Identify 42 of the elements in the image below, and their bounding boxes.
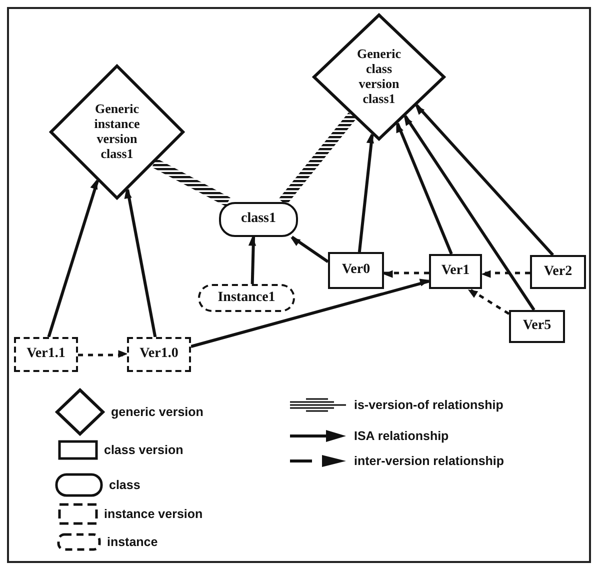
generic-version-diamond bbox=[49, 64, 185, 200]
arrow bbox=[396, 122, 453, 255]
arrow bbox=[404, 115, 536, 311]
hatched-connector bbox=[278, 112, 356, 206]
dashed-arrow bbox=[468, 288, 510, 315]
dashed-arrow bbox=[383, 270, 429, 278]
instance-version-box bbox=[14, 337, 78, 372]
legend-label: instance version bbox=[104, 507, 203, 521]
generic-version-diamond bbox=[312, 13, 446, 141]
legend-label: is-version-of relationship bbox=[354, 398, 504, 412]
dashed-arrow bbox=[78, 350, 128, 358]
node-label: Ver1 bbox=[441, 263, 470, 280]
node-label: Ver1.0 bbox=[140, 346, 178, 363]
arrow bbox=[290, 236, 329, 263]
legend-label: ISA relationship bbox=[354, 429, 449, 443]
class-version-box bbox=[328, 252, 384, 289]
node-label: Ver2 bbox=[544, 264, 572, 280]
node-label: Generic class version class1 bbox=[356, 47, 402, 107]
legend-label: inter-version relationship bbox=[354, 454, 504, 468]
class-version-box bbox=[530, 255, 586, 289]
node-label: Instance1 bbox=[218, 290, 276, 306]
node-label: Ver0 bbox=[342, 262, 370, 279]
node-label: class1 bbox=[241, 211, 276, 228]
legend-label: instance bbox=[107, 535, 158, 549]
legend-label: class version bbox=[104, 443, 184, 457]
arrow bbox=[190, 278, 430, 348]
node-label: Generic instance version class1 bbox=[93, 102, 141, 162]
arrow bbox=[358, 134, 374, 252]
class-version-box bbox=[509, 310, 565, 343]
instance-version-box bbox=[127, 337, 191, 372]
node-label: Ver5 bbox=[522, 318, 552, 335]
arrow bbox=[47, 179, 99, 338]
node-label: Ver1.1 bbox=[26, 346, 66, 363]
arrow bbox=[415, 104, 554, 256]
class-version-box bbox=[429, 254, 482, 289]
dashed-arrow bbox=[481, 270, 530, 278]
hatched-connector bbox=[152, 158, 230, 206]
legend-label: generic version bbox=[111, 405, 204, 419]
class-rounded-box bbox=[219, 202, 298, 237]
legend-label: class bbox=[109, 478, 140, 492]
arrow bbox=[248, 236, 256, 284]
arrow bbox=[124, 188, 157, 338]
